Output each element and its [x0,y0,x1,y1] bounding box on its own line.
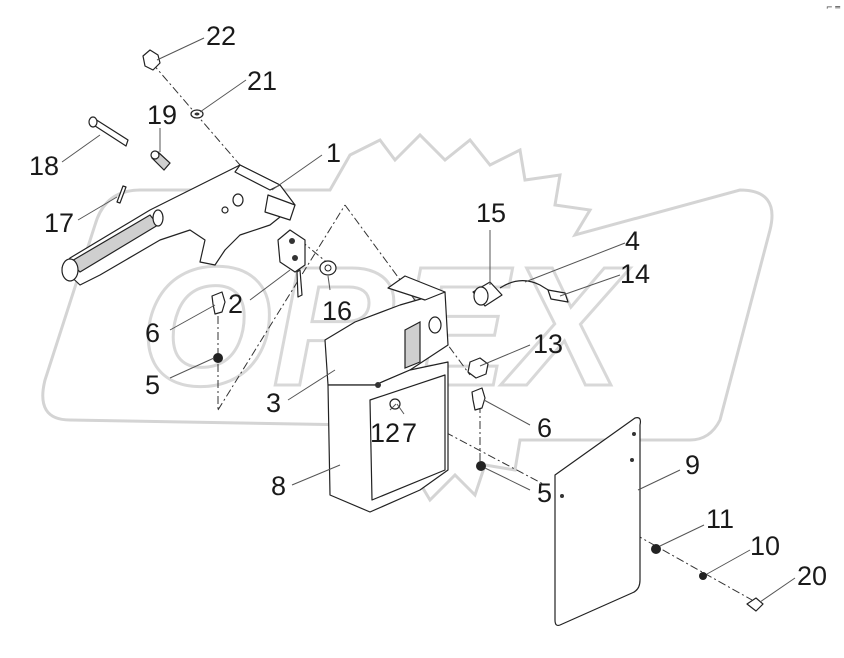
part-15-bolt [142,49,161,71]
part-6-bolt-left [211,291,226,315]
callout-15: 22 [206,21,236,51]
part-13-plate [554,417,642,627]
part-9-washer [319,260,337,276]
part-19-washer [651,544,661,554]
part-12-bushing [150,150,171,171]
part-6-bolt-right [471,387,486,411]
callout-9: 16 [322,296,352,326]
callout-5-right: 5 [537,478,552,508]
part-3-upper-housing [324,275,449,386]
callout-11: 18 [29,151,59,181]
callout-2: 2 [228,289,243,319]
callout-6-right: 6 [537,413,552,443]
callout-4: 4 [625,226,640,256]
leader-lines [61,37,796,603]
callout-1: 1 [326,138,341,168]
part-18-washer [699,572,707,580]
callout-7: 7 [402,418,417,448]
part-11-pin [88,116,129,147]
callout-20: 12 [370,418,400,448]
callout-12: 19 [147,100,177,130]
part-8-lower-housing [327,361,449,513]
callout-5-left: 5 [145,370,160,400]
part-16-nut [467,357,489,379]
callout-13: 9 [685,450,700,480]
callout-labels: 22 21 19 18 17 1 2 16 6 5 15 4 14 13 3 1… [29,21,827,591]
callout-16: 13 [533,329,563,359]
part-22-sensor [472,280,553,307]
part-10-cotter-pin [116,185,127,204]
callout-22: 15 [476,198,506,228]
part-5-nut-left [213,353,223,363]
part-1-lever-assembly [61,164,296,286]
callout-18: 10 [750,531,780,561]
callout-14: 21 [247,66,277,96]
part-21-connector [547,289,569,303]
callout-21: 14 [620,259,650,289]
part-17-screw [746,597,764,612]
callout-10: 17 [44,208,74,238]
callout-19: 11 [706,504,734,534]
callout-3: 3 [266,388,281,418]
callout-6-left: 6 [145,318,160,348]
part-2-bracket [277,229,306,298]
part-5-nut-right [476,461,486,471]
callout-8: 8 [271,471,286,501]
corner-mark: ⌐ ═ [826,3,840,12]
callout-17: 20 [797,561,827,591]
